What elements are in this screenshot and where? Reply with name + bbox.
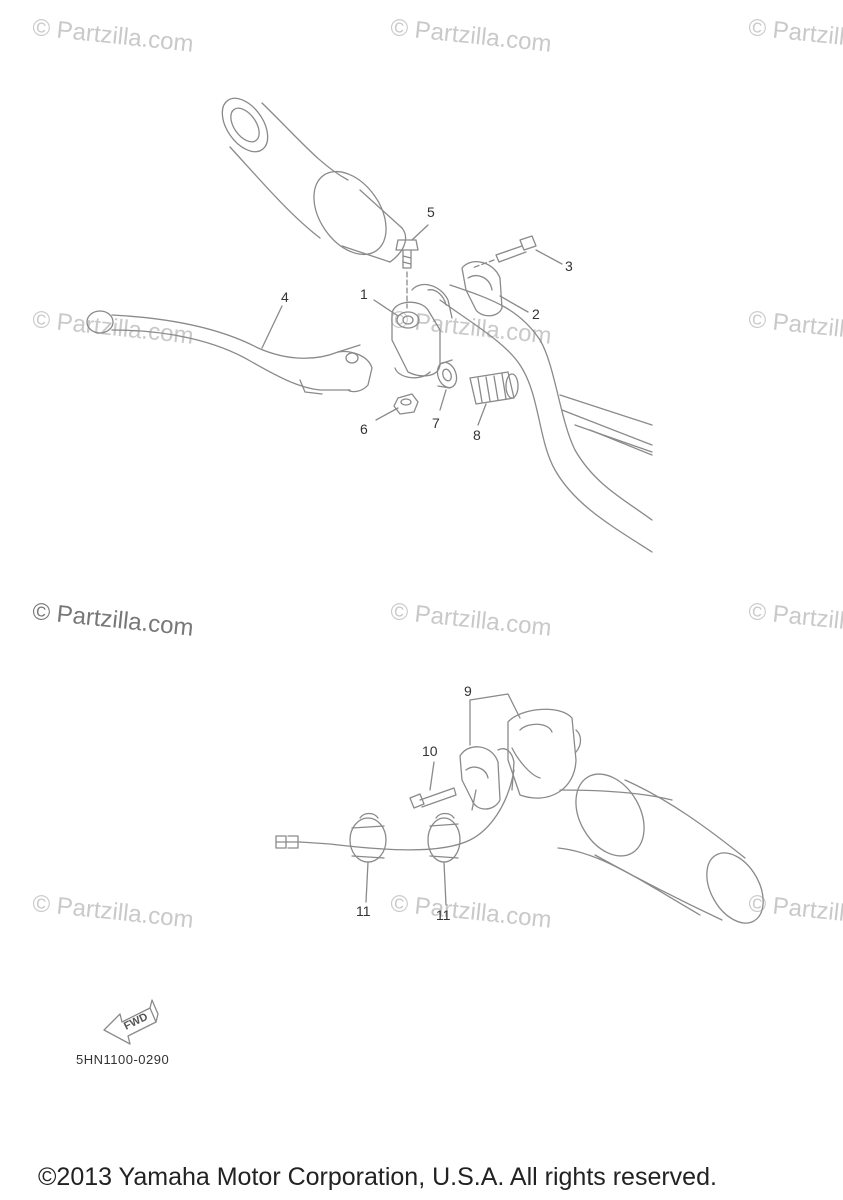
holder-clamp-2 (461, 261, 503, 317)
callout-4: 4 (281, 289, 289, 305)
handlebar-tube (439, 284, 653, 553)
callout-2: 2 (532, 306, 540, 322)
callout-3: 3 (565, 258, 573, 274)
lever-holder-1 (391, 283, 453, 379)
callout-11-right: 11 (436, 907, 451, 923)
fwd-label: FWD (122, 1011, 150, 1033)
adjuster-8 (469, 371, 519, 405)
band-clip-11-right (427, 812, 461, 863)
switch-wire (275, 769, 515, 851)
fwd-arrow-icon (103, 999, 159, 1045)
switch-housing (497, 708, 582, 799)
callout-10: 10 (422, 743, 438, 759)
bolt-5 (395, 239, 419, 269)
dashed-guide (471, 259, 495, 269)
handlebar-grip-top (221, 97, 407, 263)
callout-5: 5 (427, 204, 435, 220)
nut-6 (393, 393, 419, 415)
callout-leaders-bottom (365, 693, 521, 906)
clutch-lever-4 (86, 310, 373, 395)
callout-8: 8 (473, 427, 481, 443)
callout-1: 1 (360, 286, 368, 302)
handlebar-grip-bottom (557, 773, 764, 924)
copyright-notice: ©2013 Yamaha Motor Corporation, U.S.A. A… (38, 1163, 717, 1191)
switch-clamp (459, 746, 501, 811)
screw-10 (409, 787, 457, 809)
bolt-3 (495, 235, 537, 263)
callout-9: 9 (464, 683, 472, 699)
callout-leaders-top (261, 224, 563, 426)
callout-11-left: 11 (356, 903, 371, 919)
callout-7: 7 (432, 415, 440, 431)
locknut-7 (436, 359, 458, 389)
diagram-code: 5HN1100-0290 (76, 1052, 170, 1067)
band-clip-11-left (349, 812, 387, 863)
callout-6: 6 (360, 421, 368, 437)
